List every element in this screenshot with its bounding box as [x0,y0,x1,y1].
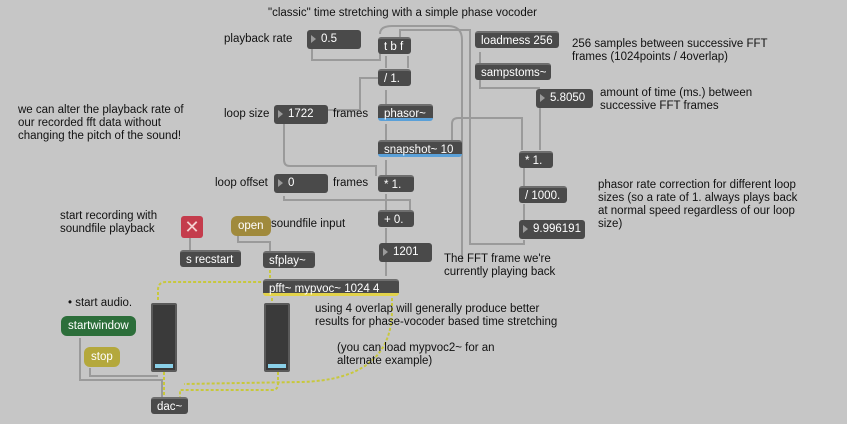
playback-rate-number[interactable]: 0.5 [307,30,361,49]
phasor-correction-comment: phasor rate correction for different loo… [598,179,798,230]
loop-offset-number[interactable]: 0 [274,174,328,193]
loop-size-number[interactable]: 1722 [274,105,328,124]
phasor-object[interactable]: phasor~ [378,104,433,121]
loop-offset-label: loop offset [215,177,268,189]
number-arrow-icon [523,225,528,233]
divide-object[interactable]: / 1. [378,69,411,86]
ms-number[interactable]: 5.8050 [536,89,593,108]
playback-rate-label: playback rate [224,33,293,45]
overlap-note-comment: using 4 overlap will generally produce b… [315,303,558,328]
right-meter-fill [268,364,286,368]
left-meter-fill [155,364,173,368]
trigger-object[interactable]: t b f [378,37,411,54]
loop-offset-value: 0 [288,177,295,189]
number-arrow-icon [311,35,316,43]
record-toggle[interactable]: ✕ [181,216,203,238]
playback-rate-value: 0.5 [321,33,337,45]
add-object[interactable]: + 0. [378,210,414,227]
left-level-meter [151,303,177,372]
right-level-meter [264,303,290,372]
title-comment: "classic" time stretching with a simple … [268,7,537,19]
number-arrow-icon [278,110,283,118]
amount-of-time-comment: amount of time (ms.) between successive … [600,87,753,112]
loop-size-label: loop size [224,108,270,120]
open-button[interactable]: open [231,216,271,236]
start-audio-comment: • start audio. [68,297,133,309]
stop-button[interactable]: stop [84,347,120,367]
frames-label-2: frames [333,177,369,189]
number-arrow-icon [383,248,388,256]
alter-rate-comment: we can alter the playback rate of our re… [18,104,184,142]
ms-value: 5.8050 [550,92,586,104]
startwindow-button[interactable]: startwindow [61,316,136,336]
multiply-object[interactable]: * 1. [378,175,414,192]
rate-correction-number[interactable]: 9.996191 [519,220,585,239]
sampstoms-object[interactable]: sampstoms~ [475,63,551,80]
dac-object[interactable]: dac~ [151,397,188,414]
fft-frame-comment: The FFT frame we're currently playing ba… [444,253,556,278]
toggle-x-icon: ✕ [184,217,200,237]
rate-correction-value: 9.996191 [533,223,581,235]
fft-frame-value: 1201 [393,246,419,258]
fft-frame-number[interactable]: 1201 [379,243,432,262]
loadmess-object[interactable]: loadmess 256 [475,31,559,48]
pfft-object[interactable]: pfft~ mypvoc~ 1024 4 [263,279,399,296]
number-arrow-icon [540,94,545,102]
sfplay-object[interactable]: sfplay~ [263,251,315,268]
divide-1000-object[interactable]: / 1000. [519,186,567,203]
rate-multiply-object[interactable]: * 1. [519,151,553,168]
mypvoc2-note-comment: (you can load mypvoc2~ for an alternate … [337,342,495,367]
start-recording-comment: start recording with soundfile playback [60,210,158,235]
loop-size-value: 1722 [288,108,314,120]
frames-label-1: frames [333,108,369,120]
samples-between-comment: 256 samples between successive FFT frame… [572,38,768,63]
soundfile-input-comment: soundfile input [271,218,346,230]
send-recstart-object[interactable]: s recstart [180,250,241,267]
snapshot-object[interactable]: snapshot~ 10 [378,140,462,157]
number-arrow-icon [278,179,283,187]
